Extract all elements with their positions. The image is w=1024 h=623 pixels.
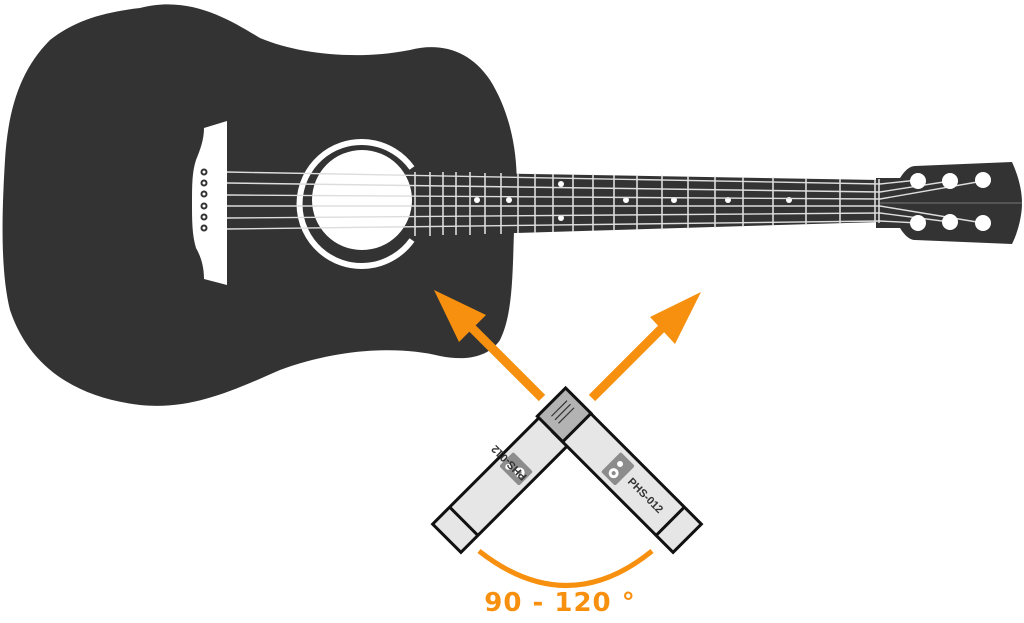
- left-arrow-icon: [434, 290, 546, 402]
- soundhole: [312, 150, 412, 250]
- tuning-pegs: [910, 172, 991, 231]
- strings: [226, 171, 984, 230]
- direction-arrows: [434, 290, 701, 402]
- right-arrow-icon: [588, 292, 701, 402]
- guitar-neck: [415, 172, 880, 236]
- frets: [414, 172, 880, 236]
- angle-label: 90 - 120 °: [484, 588, 636, 618]
- guitar-bridge: [192, 121, 227, 285]
- bridge-pins: [200, 168, 208, 232]
- soundhole-rosette: [296, 139, 415, 269]
- xy-microphone-pair: PHS-012 PHS-012: [430, 385, 704, 555]
- angle-arc: [477, 549, 654, 588]
- microphone-left: PHS-012: [430, 401, 584, 555]
- guitar: [2, 4, 1022, 406]
- guitar-body: [2, 4, 517, 406]
- mic-clamp: [535, 385, 594, 444]
